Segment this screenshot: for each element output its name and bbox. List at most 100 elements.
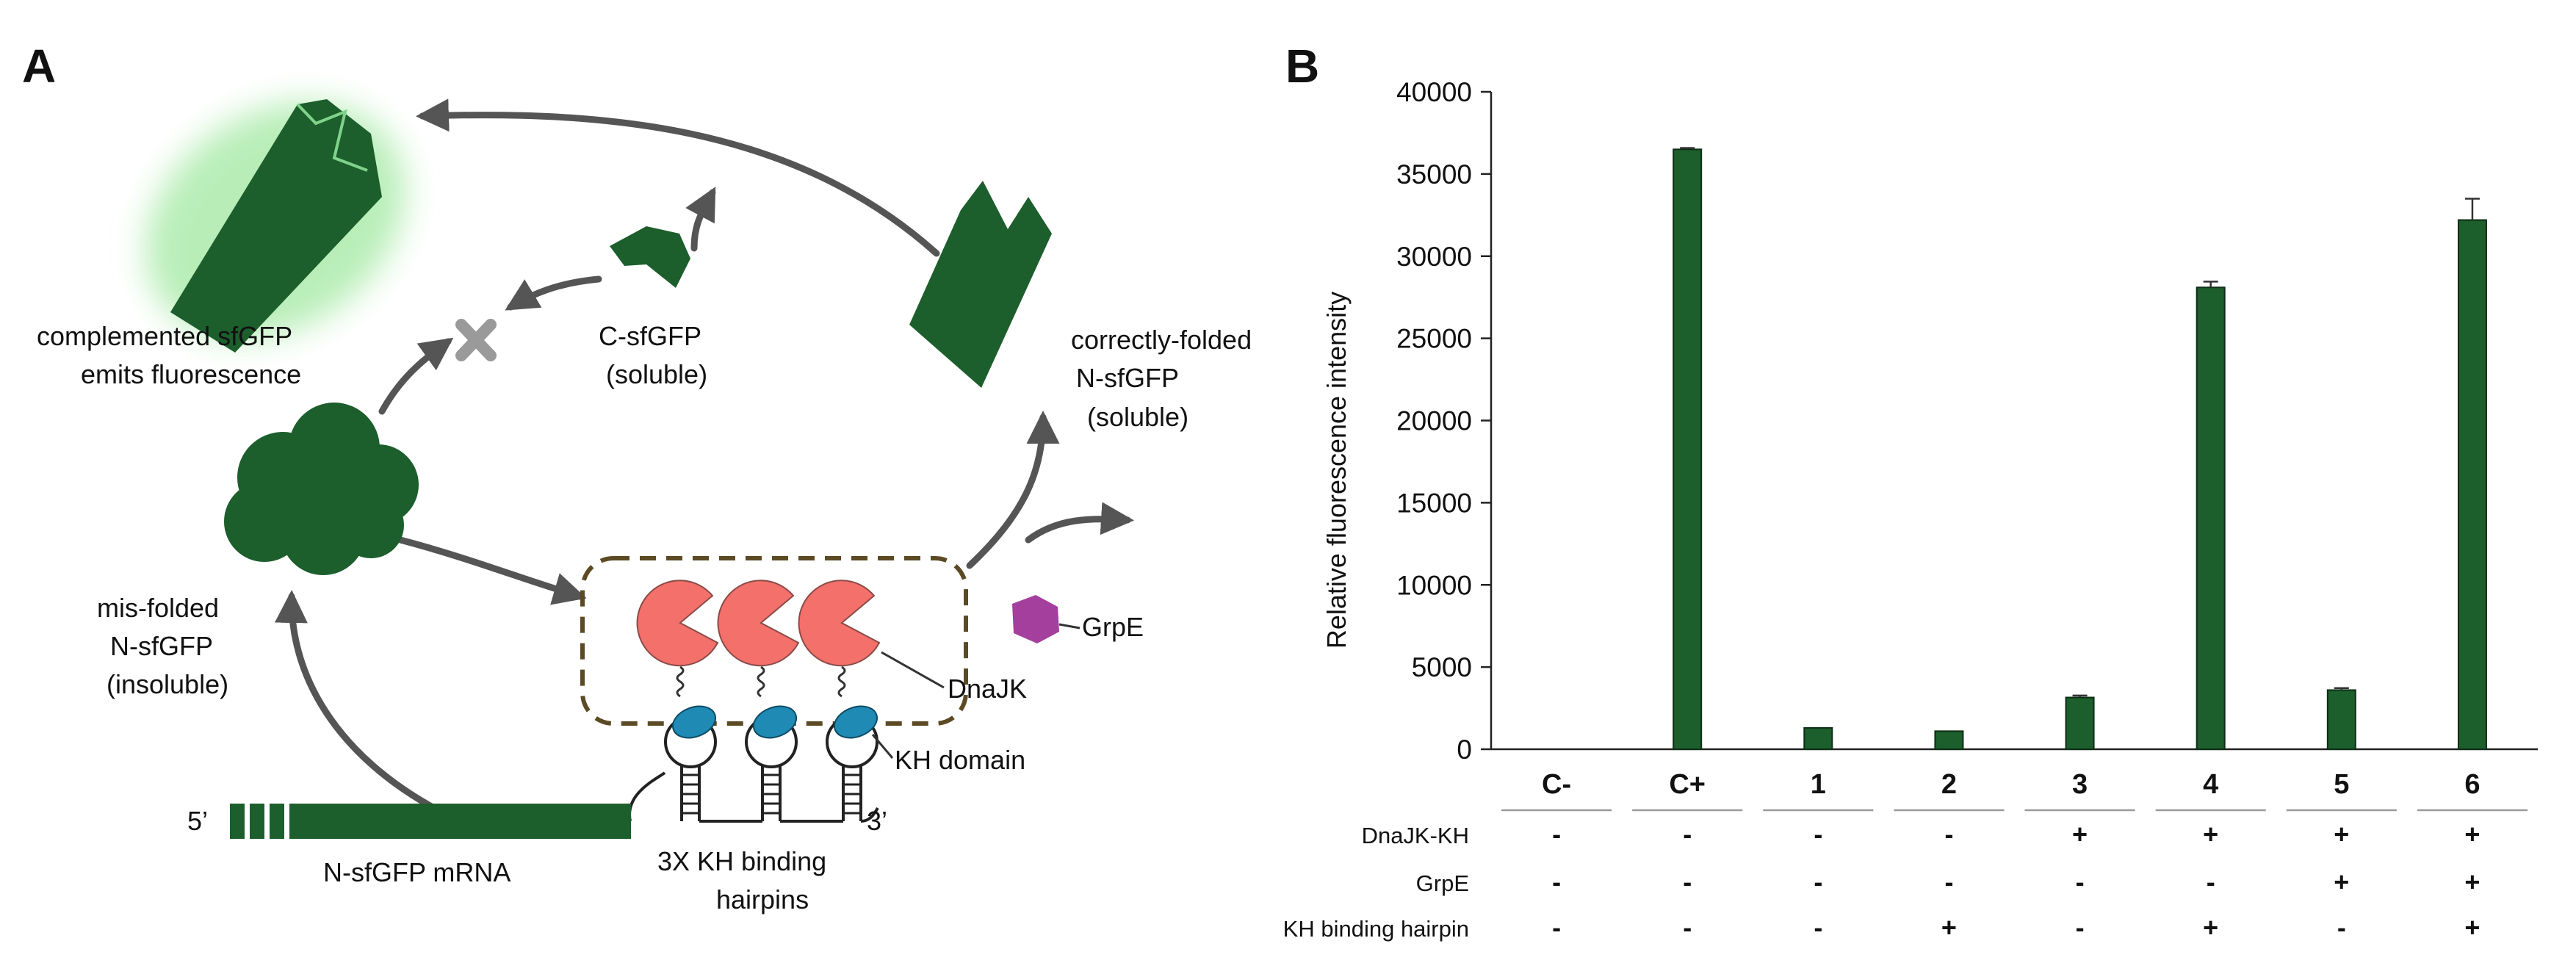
dnajk-label: DnaJK (948, 674, 1027, 704)
y-tick-label-3: 15000 (1396, 488, 1472, 518)
bar-C+ (1673, 148, 1703, 750)
condition-sign-2-5: + (2203, 912, 2218, 942)
category-label-4: 3 (2072, 769, 2088, 800)
panel-label-b: B (1285, 40, 1319, 93)
y-tick-label-1: 5000 (1412, 652, 1472, 682)
condition-sign-2-1: - (1683, 912, 1692, 942)
nsfgfp-mrna (230, 804, 631, 839)
arrow-mrna-to-misfolded (274, 590, 452, 819)
condition-sign-1-2: - (1814, 867, 1822, 897)
arrow-complex-to-correct (966, 411, 1060, 569)
arrow-c-sfgfp-up (685, 187, 716, 252)
kh-domains (671, 705, 878, 739)
category-label-7: 6 (2464, 769, 2480, 800)
complemented-label-2: emits fluorescence (81, 359, 301, 389)
correct-label-1: correctly-folded (1071, 325, 1252, 355)
linker-coils (676, 665, 846, 698)
condition-sign-0-5: + (2203, 819, 2218, 849)
dnajk-proteins (636, 580, 881, 667)
y-tick-label-4: 20000 (1396, 406, 1472, 436)
panel-label-a: A (22, 40, 56, 93)
condition-sign-0-3: - (1944, 819, 1953, 849)
condition-sign-2-2: - (1814, 912, 1822, 942)
complemented-sfgfp (145, 99, 405, 353)
error-bars (1680, 147, 2480, 698)
kh-domain-1 (671, 705, 717, 739)
bar-1 (1803, 726, 1833, 750)
condition-sign-2-0: - (1552, 912, 1561, 942)
bars (1673, 148, 2487, 751)
arrow-grpe-release (1025, 502, 1134, 544)
c-sfgfp-label-1: C-sfGFP (599, 321, 701, 351)
arrow-misfolded-to-complex (397, 536, 587, 605)
y-axis-label: Relative fluorescence intensity (1321, 292, 1352, 649)
condition-sign-2-3: + (1941, 912, 1957, 942)
kh-domain-3 (833, 705, 878, 739)
y-tick-label-7: 35000 (1396, 159, 1472, 190)
bar-2 (1934, 730, 1964, 751)
condition-name-2: KH binding hairpin (1283, 916, 1469, 942)
category-label-5: 4 (2203, 769, 2218, 800)
mrna-label: N-sfGFP mRNA (323, 857, 510, 887)
kh-domain-label: KH domain (895, 745, 1025, 775)
correct-label-3: (soluble) (1087, 402, 1188, 432)
category-label-6: 5 (2334, 769, 2349, 800)
category-label-1: C+ (1669, 769, 1706, 800)
y-tick-label-0: 0 (1457, 735, 1472, 765)
misfolded-label-1: mis-folded (97, 593, 219, 623)
condition-sign-1-4: - (2076, 867, 2085, 897)
bar-5 (2326, 689, 2356, 751)
kh-binding-hairpins (628, 705, 879, 823)
grpe-protein (1012, 595, 1059, 643)
condition-sign-2-4: - (2076, 912, 2085, 942)
hairpins-label-1: 3X KH binding (657, 846, 826, 876)
kh-domain-2 (752, 705, 798, 739)
condition-sign-1-6: + (2334, 867, 2349, 897)
y-tick-label-6: 30000 (1396, 242, 1472, 272)
y-tick-label-8: 40000 (1396, 77, 1472, 107)
y-tick-label-5: 25000 (1396, 324, 1472, 354)
arrow-to-complemented (416, 98, 940, 257)
category-label-3: 2 (1941, 769, 1957, 800)
condition-sign-2-7: + (2464, 912, 2480, 942)
misfolded-label-3: (insoluble) (107, 669, 228, 699)
misfolded-label-2: N-sfGFP (110, 631, 213, 661)
bar-4 (2196, 286, 2226, 750)
bar-3 (2065, 696, 2095, 750)
correct-nsfgfp-shape (909, 181, 1052, 388)
five-prime-label: 5’ (187, 806, 208, 836)
condition-sign-0-0: - (1552, 819, 1561, 849)
category-label-0: C- (1542, 769, 1571, 800)
chaperone-complex-box (580, 556, 968, 726)
degradation-x-icon (455, 319, 497, 361)
condition-sign-1-0: - (1552, 867, 1561, 897)
dnajk-2 (717, 580, 800, 667)
condition-sign-0-4: + (2072, 819, 2088, 849)
dnajk-1 (636, 580, 719, 667)
correct-label-2: N-sfGFP (1076, 363, 1179, 393)
complemented-sfgfp-shape (170, 99, 382, 353)
condition-sign-1-7: + (2464, 867, 2480, 897)
three-prime-label: 3’ (867, 806, 887, 836)
dnajk-3 (798, 580, 881, 667)
c-sfgfp-shape (610, 226, 690, 288)
condition-sign-1-5: - (2207, 867, 2215, 897)
misfolded-nsfgfp-shape (224, 403, 419, 575)
pathway-arrows (274, 98, 1134, 819)
complemented-label-1: complemented sfGFP (37, 321, 292, 351)
c-sfgfp-label-2: (soluble) (606, 359, 707, 389)
condition-name-0: DnaJK-KH (1362, 823, 1469, 848)
condition-sign-1-3: - (1944, 867, 1953, 897)
arrow-misfolded-to-x (378, 337, 454, 415)
hairpins-label-2: hairpins (716, 884, 809, 915)
condition-sign-1-1: - (1683, 867, 1692, 897)
condition-sign-0-1: - (1683, 819, 1692, 849)
condition-sign-2-6: - (2337, 912, 2346, 942)
panel-b-chart: B Relative fluorescence intensity 0 5000 1… (1283, 40, 2538, 942)
bar-6 (2457, 219, 2487, 750)
grpe-label: GrpE (1082, 612, 1144, 642)
condition-sign-0-2: - (1814, 819, 1822, 849)
